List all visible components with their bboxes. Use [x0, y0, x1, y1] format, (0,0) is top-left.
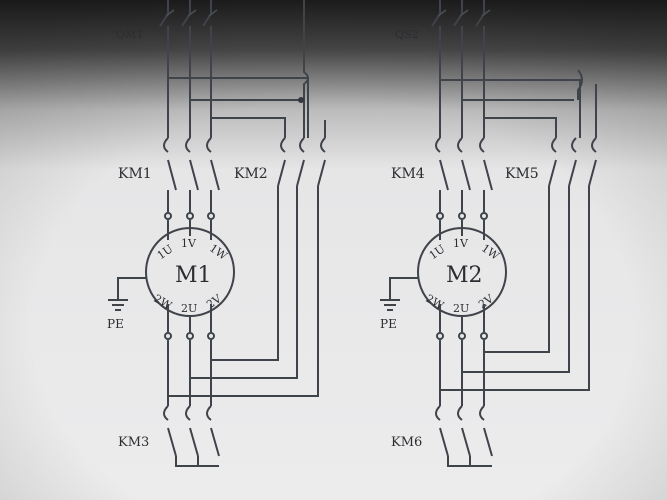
right-contactor-c-label: KM6: [391, 435, 422, 450]
right-km5-contacts: [548, 137, 597, 187]
right-top-label: QS2: [395, 28, 419, 41]
right-top-terminals: [436, 212, 488, 240]
right-contactor-b-label: KM5: [505, 166, 539, 182]
right-top-breaker: [431, 0, 491, 27]
right-km6-contacts: [435, 405, 493, 467]
left-km1-contacts: [163, 137, 220, 212]
right-ground-label: PE: [380, 317, 397, 331]
left-motor-name: M1: [175, 263, 212, 288]
right-motor-terminal-1v: 1V: [453, 237, 469, 250]
right-km4-contacts: [435, 137, 493, 212]
left-top-label: QM1: [116, 28, 143, 41]
left-contactor-a-label: KM1: [118, 166, 152, 182]
left-km2-contacts: [277, 120, 326, 187]
left-top-terminals: [164, 212, 215, 240]
left-motor-terminal-2u: 2U: [181, 302, 197, 315]
right-ground-icon: [380, 277, 419, 311]
left-motor-terminal-1v: 1V: [181, 237, 197, 250]
left-top-breaker: [159, 0, 218, 27]
left-km3-contacts: [163, 405, 220, 467]
left-contactor-c-label: KM3: [118, 435, 149, 450]
right-motor-name: M2: [446, 263, 483, 288]
left-contactor-b-label: KM2: [234, 166, 268, 182]
left-junction-dot: [298, 97, 304, 103]
left-bottom-terminals: [164, 304, 215, 340]
right-contactor-a-label: KM4: [391, 166, 425, 182]
left-circuit: QM1 KM1: [107, 0, 326, 467]
right-bottom-terminals: [436, 304, 488, 340]
right-motor-terminal-2u: 2U: [453, 302, 469, 315]
left-ground-label: PE: [107, 317, 124, 331]
left-ground-icon: [108, 277, 147, 311]
